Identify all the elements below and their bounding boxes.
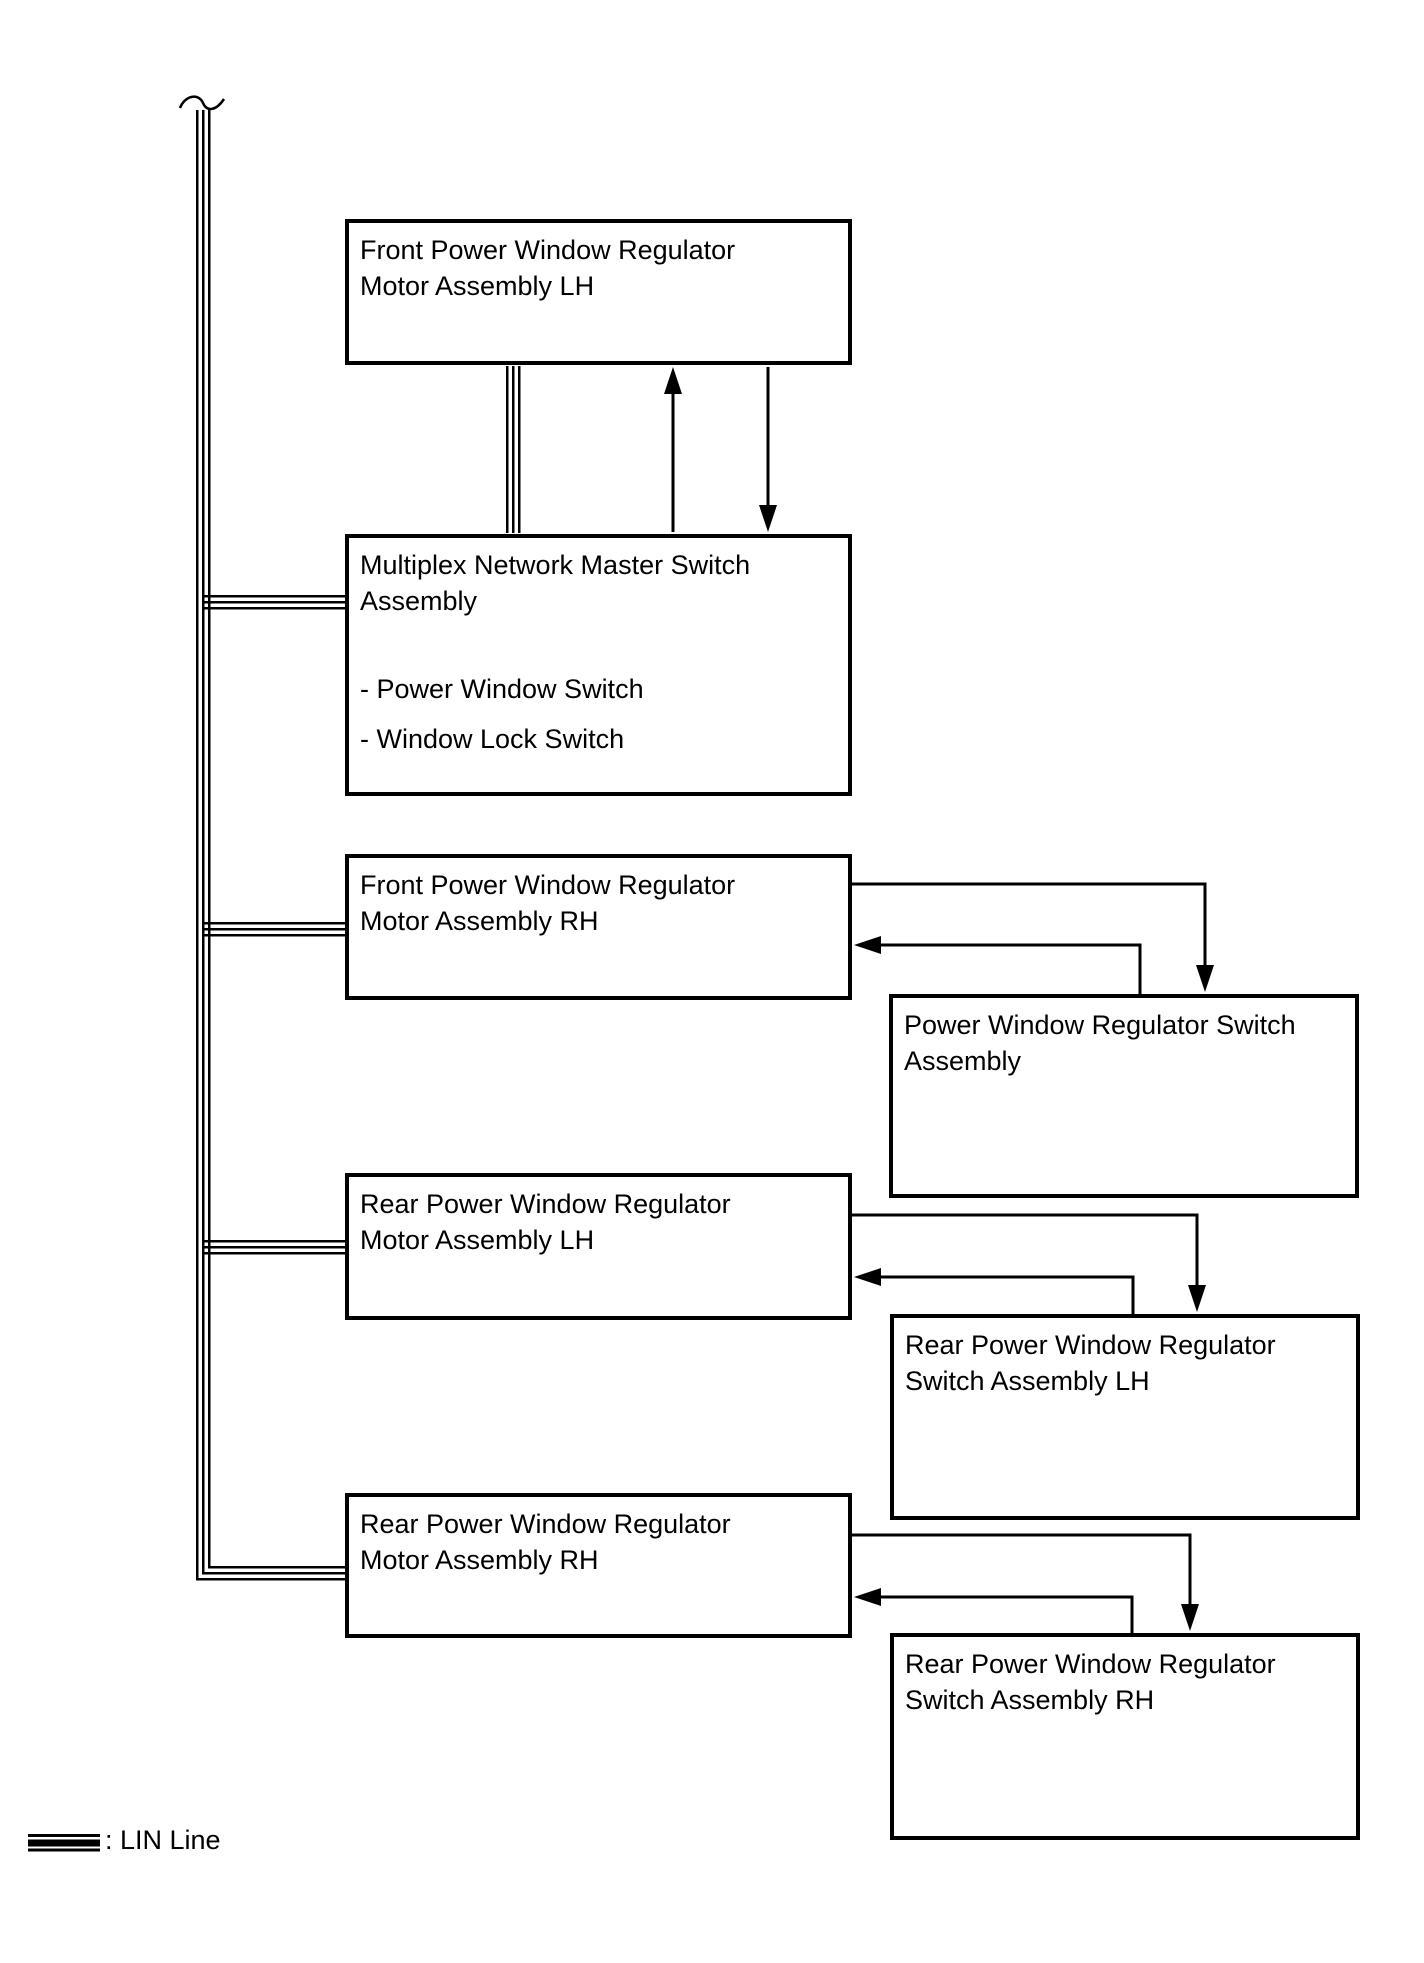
box-label: Rear Power Window Regulator Motor Assemb…: [360, 1189, 731, 1255]
lin-branch-master-switch: [203, 594, 347, 610]
arrow-down-to-master-switch: [759, 367, 777, 532]
box-label: Rear Power Window Regulator Switch Assem…: [905, 1330, 1276, 1396]
lin-link-front-motor-lh: [505, 366, 521, 533]
master-switch-item-power-window-switch: - Power Window Switch: [360, 674, 644, 704]
box-rear-power-window-regulator-motor-assembly-lh: Rear Power Window Regulator Motor Assemb…: [345, 1173, 852, 1320]
arrow-switch-to-rear-motor-lh: [854, 1268, 1135, 1314]
box-label: Rear Power Window Regulator Motor Assemb…: [360, 1509, 731, 1575]
box-rear-power-window-regulator-switch-assembly-rh: Rear Power Window Regulator Switch Assem…: [890, 1633, 1360, 1840]
arrow-rear-motor-lh-to-switch: [852, 1213, 1206, 1312]
lin-trunk-line: [195, 110, 347, 1581]
arrow-up-to-front-motor-lh: [664, 367, 682, 532]
box-label: Front Power Window Regulator Motor Assem…: [360, 870, 736, 936]
trunk-break-squiggle-icon: [178, 95, 226, 111]
arrow-rear-motor-rh-to-switch: [852, 1533, 1199, 1631]
box-rear-power-window-regulator-motor-assembly-rh: Rear Power Window Regulator Motor Assemb…: [345, 1493, 852, 1638]
box-rear-power-window-regulator-switch-assembly-lh: Rear Power Window Regulator Switch Assem…: [890, 1314, 1360, 1520]
master-switch-item-window-lock-switch: - Window Lock Switch: [360, 724, 625, 754]
box-label: Front Power Window Regulator Motor Assem…: [360, 235, 736, 301]
box-power-window-regulator-switch-assembly: Power Window Regulator Switch Assembly: [889, 994, 1359, 1198]
arrow-switch-to-front-motor-rh: [854, 936, 1142, 994]
box-multiplex-network-master-switch-assembly: Multiplex Network Master Switch Assembly…: [345, 534, 852, 796]
arrow-front-motor-rh-to-switch: [852, 882, 1214, 992]
box-front-power-window-regulator-motor-assembly-rh: Front Power Window Regulator Motor Assem…: [345, 854, 852, 1000]
box-label: Rear Power Window Regulator Switch Assem…: [905, 1649, 1276, 1715]
lin-line-legend-icon: [28, 1834, 100, 1852]
lin-line-legend-label: : LIN Line: [105, 1825, 221, 1855]
arrow-switch-to-rear-motor-rh: [854, 1588, 1134, 1633]
lin-branch-front-motor-rh: [203, 921, 347, 937]
box-label: Power Window Regulator Switch Assembly: [904, 1010, 1296, 1076]
lin-branch-rear-motor-lh: [203, 1239, 347, 1255]
box-front-power-window-regulator-motor-assembly-lh: Front Power Window Regulator Motor Assem…: [345, 219, 852, 365]
box-label: Multiplex Network Master Switch Assembly: [360, 550, 751, 616]
